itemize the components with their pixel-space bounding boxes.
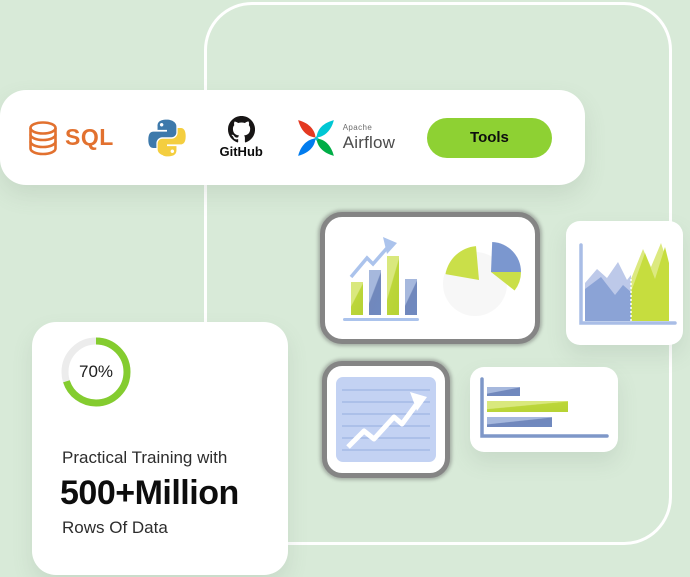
- hbar-bars: [487, 386, 568, 427]
- hbar-chart-icon: [480, 376, 609, 438]
- pie-chart-icon: [443, 242, 521, 316]
- bar-growth-chart-icon: [343, 237, 419, 321]
- python-logo: [146, 117, 188, 159]
- stats-line3: Rows Of Data: [62, 518, 168, 537]
- tools-bar: SQL GitHub Apache Airflo: [0, 90, 585, 185]
- progress-ring: 70%: [56, 332, 136, 412]
- sql-label: SQL: [65, 124, 114, 150]
- bar-pie-chart-card: [320, 212, 540, 344]
- stats-line1: Practical Training with: [62, 448, 228, 467]
- python-icon: [147, 119, 186, 156]
- stats-card: 70% Practical Training with 500+Million …: [32, 322, 288, 575]
- stats-line2: 500+Million: [60, 474, 239, 512]
- airflow-apache-label: Apache: [342, 123, 373, 132]
- airflow-logo: Apache Airflow: [295, 117, 395, 159]
- area-chart-card: [566, 221, 683, 345]
- line-chart-card: [322, 361, 450, 478]
- database-icon: [29, 120, 57, 155]
- tools-button[interactable]: Tools: [426, 117, 552, 158]
- airflow-text: Apache Airflow: [342, 123, 396, 152]
- pie-wedges: [445, 242, 521, 291]
- airflow-label: Airflow: [342, 133, 396, 152]
- airflow-pinwheel-icon: [297, 119, 334, 156]
- line-chart-icon: [336, 377, 436, 462]
- github-octocat-icon: [227, 116, 255, 143]
- github-label: GitHub: [219, 144, 263, 159]
- area-chart-icon: [578, 243, 677, 325]
- sql-logo: SQL: [25, 119, 114, 157]
- bar-growth-bars: [351, 256, 417, 315]
- github-logo: GitHub: [220, 116, 263, 159]
- progress-value: 70%: [78, 362, 114, 381]
- progress-ring-icon: [61, 337, 131, 407]
- hbar-chart-card: [470, 367, 618, 452]
